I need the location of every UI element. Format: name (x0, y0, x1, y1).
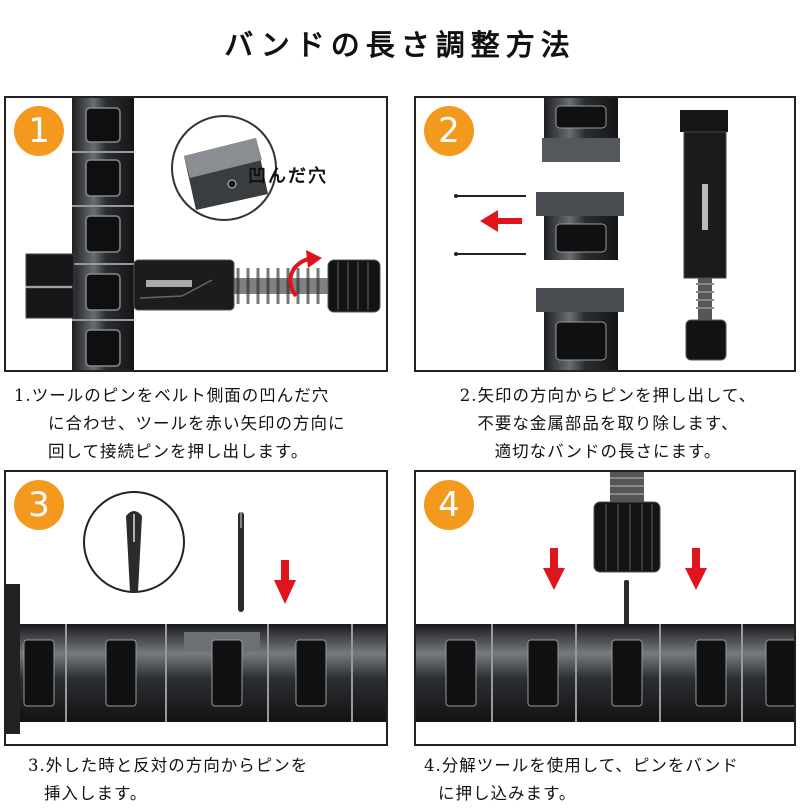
down-arrow-icon (274, 560, 296, 604)
caption-line: 不要な金属部品を取り除します、 (477, 414, 739, 433)
step-1-caption: 1.ツールのピンをベルト側面の凹んだ穴 に合わせ、ツールを赤い矢印の方向に 回し… (14, 382, 346, 466)
step-3-panel: 3 (4, 470, 388, 746)
step-4-badge: 4 (424, 480, 474, 530)
caption-line: 回して接続ピンを押し出します。 (48, 442, 309, 461)
step-2-panel: 2 (414, 96, 796, 372)
step-2-illustration (454, 98, 728, 370)
pin-tool-vertical (680, 110, 728, 361)
left-arrow-icon (480, 210, 522, 232)
pin-tool (25, 253, 381, 319)
step-1-illustration (25, 98, 381, 370)
step-1-panel: 1 (4, 96, 388, 372)
step-4-panel: 4 (414, 470, 796, 746)
step-2-badge: 2 (424, 106, 474, 156)
page-title: バンドの長さ調整方法 (224, 28, 576, 62)
tool-knob (593, 472, 661, 636)
caption-line: 適切なバンドの長さにます。 (494, 442, 722, 461)
step-3-badge: 3 (14, 480, 64, 530)
caption-line: 1.ツールのピンをベルト側面の凹んだ穴 (14, 386, 330, 405)
step-4-illustration (416, 472, 794, 722)
down-arrow-right-icon (685, 548, 707, 590)
watch-band-horizontal (6, 584, 386, 734)
caption-line: 4.分解ツールを使用して、ピンをバンド (424, 756, 739, 775)
step-4-caption: 4.分解ツールを使用して、ピンをバンド に押し込みます。 (424, 752, 739, 808)
hole-label: 凹んだ穴 (248, 166, 328, 187)
removed-pins (454, 194, 526, 256)
band-links (536, 98, 624, 370)
step-1-badge: 1 (14, 106, 64, 156)
watch-band-vertical (72, 98, 134, 370)
watch-band-horizontal (416, 624, 794, 722)
caption-line: に合わせ、ツールを赤い矢印の方向に (48, 414, 346, 433)
caption-line: 2.矢印の方向からピンを押し出して、 (459, 386, 757, 405)
caption-line: 3.外した時と反対の方向からピンを (28, 756, 309, 775)
step-3-illustration (6, 491, 386, 734)
step-3-caption: 3.外した時と反対の方向からピンを 挿入します。 (28, 752, 308, 808)
caption-line: に押し込みます。 (438, 784, 577, 803)
down-arrow-left-icon (543, 548, 565, 590)
pin-icon (238, 512, 244, 612)
caption-line: 挿入します。 (44, 784, 148, 803)
step-2-caption: 2.矢印の方向からピンを押し出して、 不要な金属部品を取り除します、 適切なバン… (438, 382, 778, 466)
